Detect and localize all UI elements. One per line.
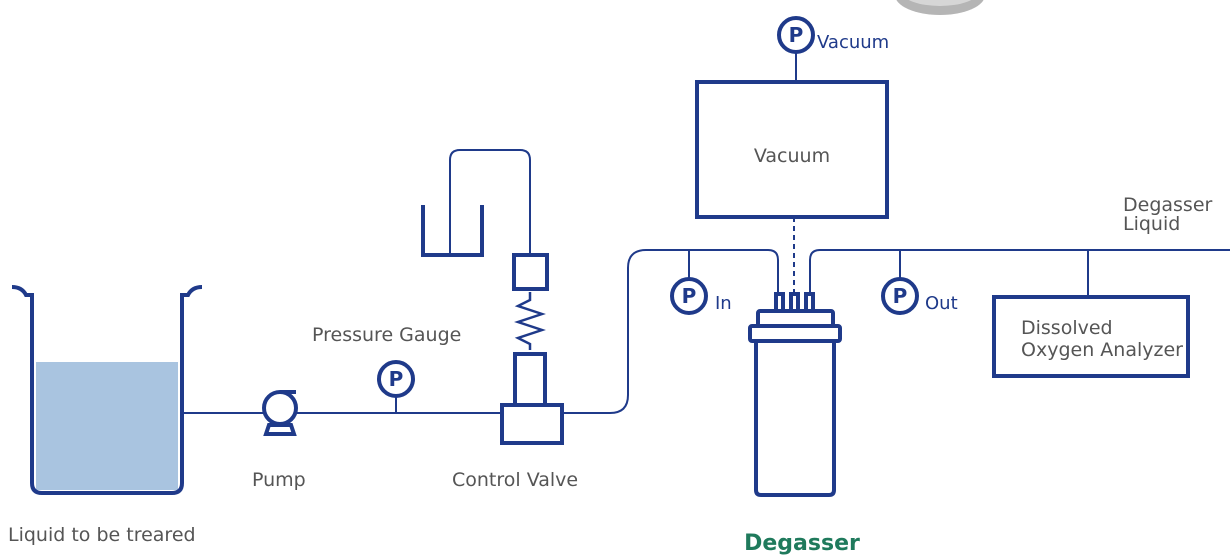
analyzer-label-line1: Dissolved [1021, 317, 1113, 339]
tank-outline [11, 285, 203, 495]
analyzer-label-line2: Oxygen Analyzer [1021, 339, 1183, 361]
vacuum-box-label: Vacuum [754, 145, 830, 167]
control-valve-label: Control Valve [452, 469, 578, 491]
degasser-title: Degasser [744, 531, 860, 555]
inlet-line [562, 249, 779, 414]
liquid-tank [11, 285, 203, 495]
vacuum-gauge-symbol: P [789, 23, 804, 47]
inlet-gauge-symbol: P [682, 284, 697, 308]
outlet-gauge-symbol: P [893, 284, 908, 308]
vacuum-gauge-label: Vacuum [817, 32, 889, 53]
oxygen-analyzer-box [992, 295, 1190, 378]
outlet-gauge-icon: P [881, 250, 919, 315]
vacuum-chamber-box [695, 80, 889, 219]
degasser-icon [748, 292, 842, 497]
liquid-source-label: Liquid to be treared [8, 524, 196, 546]
vacuum-gauge-icon: P [777, 16, 815, 54]
outlet-gauge-label: Out [925, 293, 958, 314]
pressure-gauge-label: Pressure Gauge [312, 324, 461, 346]
pump-icon [262, 390, 298, 436]
pressure-gauge-icon: P [377, 360, 415, 413]
inlet-gauge-icon: P [670, 250, 708, 315]
inlet-gauge-label: In [715, 293, 732, 314]
pressure-gauge-symbol: P [389, 367, 404, 391]
liquid-fill [36, 362, 178, 490]
pump-label: Pump [252, 469, 306, 491]
vacuum-pump-photo [896, 0, 984, 15]
control-valve-icon [421, 149, 564, 445]
outlet-line [809, 249, 1230, 292]
degassed-liquid-label-line2: Liquid [1123, 213, 1180, 235]
degassed-liquid-label-line1: Degasser [1123, 194, 1213, 216]
